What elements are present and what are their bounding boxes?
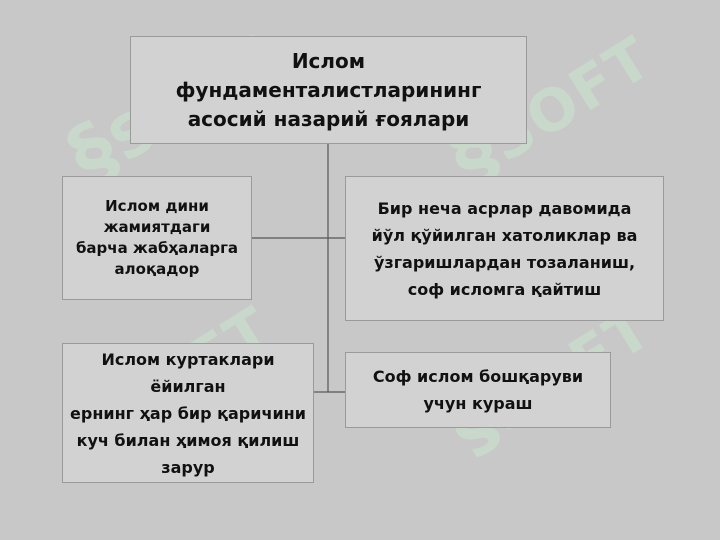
box-purify-islam: Бир неча асрлар давомида йўл қўйилган ха… [345,176,664,321]
box-text: Соф ислом бошқаруви учун кураш [372,367,584,413]
diagram-title-box: Ислом фундаменталистларининг асосий наза… [130,36,527,144]
box-pure-rule: Соф ислом бошқаруви учун кураш [345,352,611,428]
box-text: Бир неча асрлар давомида йўл қўйилган ха… [371,198,638,299]
box-text: Ислом дини жамиятдаги барча жабҳаларга а… [75,197,239,278]
box-text: Ислом куртаклари ёйилган ернинг ҳар бир … [70,349,306,477]
box-defend-islam: Ислом куртаклари ёйилган ернинг ҳар бир … [62,343,314,483]
diagram-title: Ислом фундаменталистларининг асосий наза… [175,48,482,131]
box-islam-all-aspects: Ислом дини жамиятдаги барча жабҳаларга а… [62,176,252,300]
